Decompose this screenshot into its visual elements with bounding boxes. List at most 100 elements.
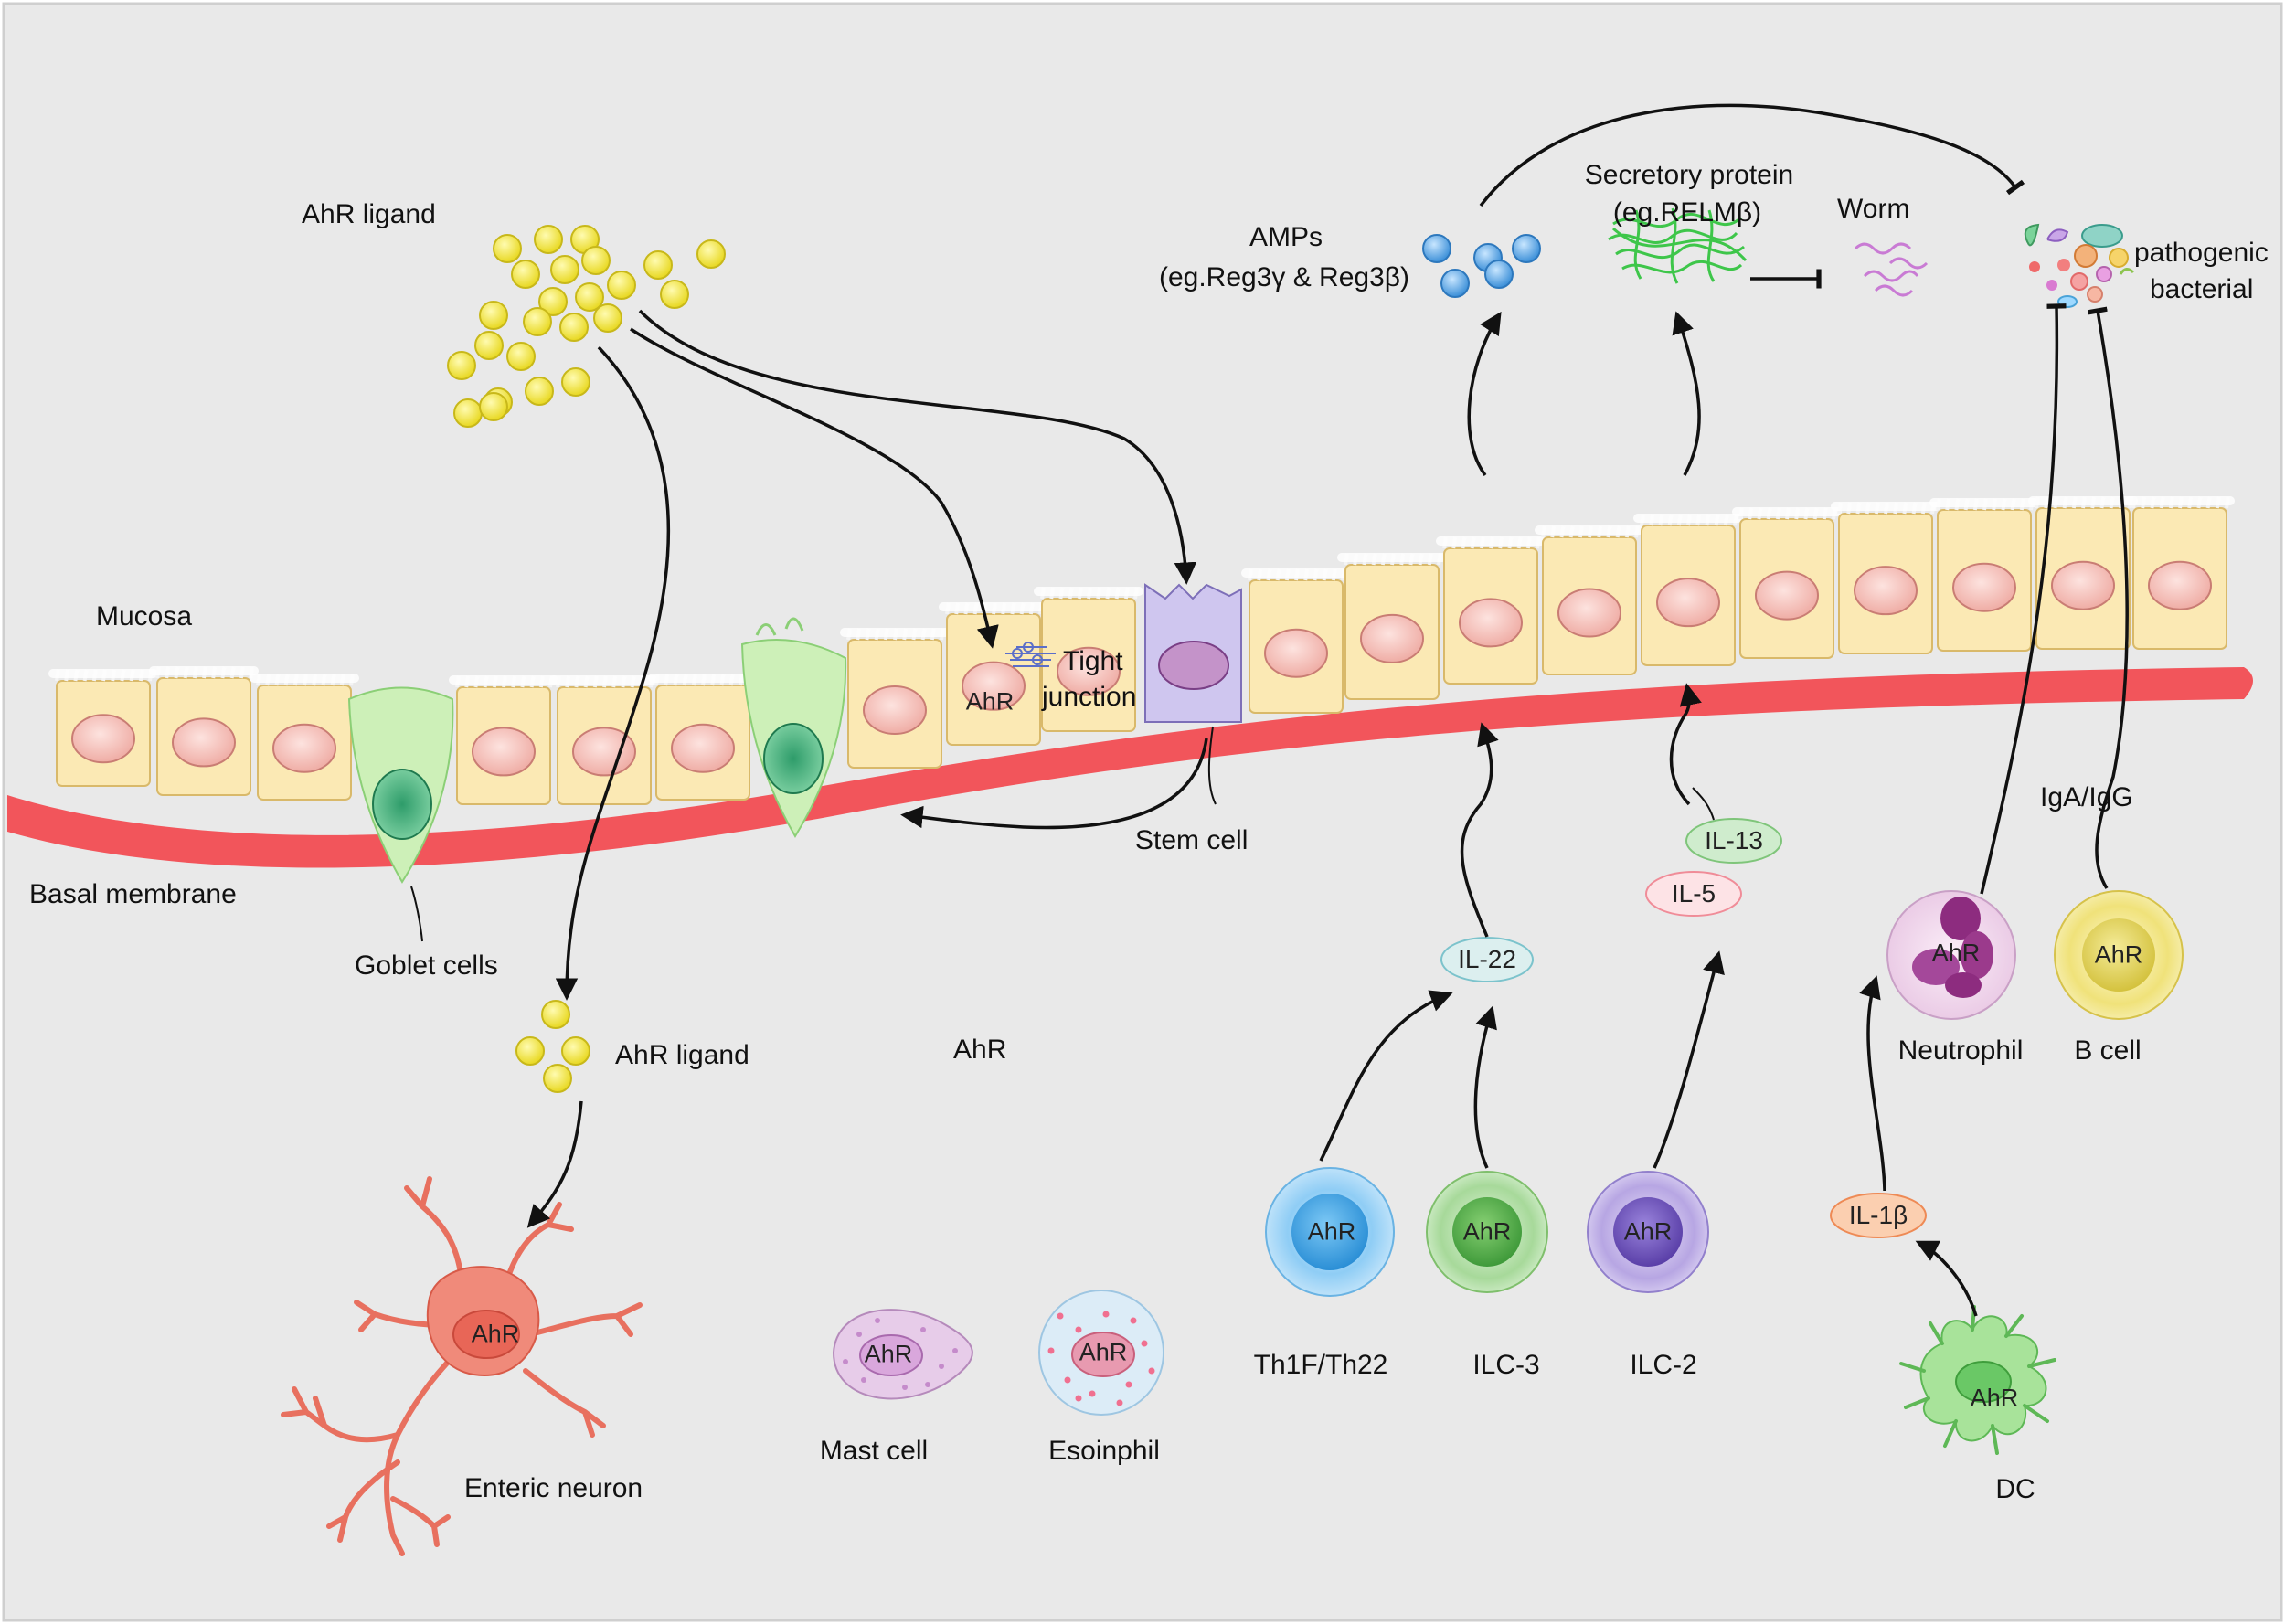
eosinophil-ahr-label: AhR [1079, 1338, 1128, 1366]
ahr-ligand-top-label: AhR ligand [302, 199, 436, 229]
cytokine-il22 [1440, 937, 1534, 982]
epithelial-cell [1633, 514, 1743, 666]
th-cell-label: Th1F/Th22 [1253, 1350, 1388, 1380]
tight-junction-label: Tight [1063, 646, 1123, 676]
epithelial-cell [449, 675, 558, 805]
epithelial-cell [2125, 496, 2235, 650]
th-ahr-label: AhR [1307, 1217, 1356, 1246]
epithelial-cell [1831, 502, 1940, 654]
amps-label: AMPs [1249, 222, 1323, 252]
goblet-cells-label: Goblet cells [355, 950, 498, 981]
tight-junction-label-2: junction [1042, 682, 1137, 712]
dc-label: DC [1995, 1474, 2035, 1504]
epithelial-cell [1732, 507, 1842, 659]
tight-junction-icon [1005, 642, 1056, 667]
ligand-particle [534, 225, 563, 254]
b-cell-ahr-label: AhR [2094, 940, 2143, 969]
ahr-ligand-cluster [515, 1000, 590, 1093]
ligand-particle [493, 234, 522, 263]
amp-particle [1440, 269, 1470, 298]
ligand-particle [581, 246, 611, 275]
b-cell [2054, 890, 2184, 1020]
il22-label: IL-22 [1458, 945, 1516, 973]
ilc2-ahr-label: AhR [1623, 1217, 1673, 1246]
epithelial-cell [1436, 536, 1546, 685]
epithelium [48, 496, 2235, 805]
ligand-particle [543, 1064, 572, 1093]
stem-cell-label: Stem cell [1135, 825, 1249, 855]
basal-membrane [7, 667, 2253, 868]
basal-membrane-label: Basal membrane [29, 879, 237, 909]
eosinophil [1038, 1290, 1164, 1416]
worm-icon [1854, 242, 1929, 297]
dendritic-cell [1899, 1305, 2056, 1455]
epithelial-cell [840, 628, 950, 769]
ligand-particle [607, 271, 636, 300]
ligand-particle [506, 342, 536, 371]
b-cell-label: B cell [2074, 1035, 2142, 1066]
ligand-particle [523, 307, 552, 336]
iga-igg-label: IgA/IgG [2040, 782, 2133, 812]
ligand-particle [511, 260, 540, 289]
cytokine-il13 [1685, 818, 1782, 864]
secretory-protein-example-label: (eg.RELMβ) [1612, 197, 1762, 228]
amp-particle [1422, 234, 1451, 263]
neutrophil-ahr-label: AhR [1931, 939, 1981, 967]
mast-cell [832, 1309, 973, 1400]
ligand-particle [561, 1036, 590, 1066]
ligand-particle [643, 250, 673, 280]
epithelial-cell [1337, 553, 1447, 700]
epithelial-cell [939, 602, 1048, 746]
ligand-particle [525, 377, 554, 406]
ligand-particle [550, 255, 579, 284]
mucosa-label: Mucosa [96, 601, 193, 632]
ligand-particle [474, 331, 504, 360]
arrows [410, 103, 2129, 1317]
dc-ahr-label: AhR [1970, 1384, 2019, 1412]
ilc3-cell [1426, 1171, 1548, 1293]
cytokine-il1b [1830, 1193, 1927, 1238]
ahr-ligand-cluster [447, 225, 726, 428]
ligand-particle [593, 303, 622, 333]
ligand-particle [696, 239, 726, 269]
il5-label: IL-5 [1671, 879, 1716, 908]
neutrophil-label: Neutrophil [1897, 1035, 2024, 1066]
amp-particles [1422, 234, 1541, 298]
enteric-neuron [426, 1266, 540, 1377]
ligand-particle [561, 367, 590, 397]
ligand-particle [538, 287, 568, 316]
cytokine-il5 [1645, 871, 1742, 917]
goblet-cell [740, 617, 847, 838]
secretory-protein-icon [1608, 207, 1748, 284]
ligand-particle [479, 301, 508, 330]
secretory-protein-label: Secretory protein [1584, 160, 1794, 190]
ligand-particle [447, 351, 476, 380]
epithelial-cell [48, 669, 158, 787]
ligand-particle [660, 280, 689, 309]
enteric-neuron-label: Enteric neuron [464, 1473, 643, 1503]
ligand-particle [515, 1036, 545, 1066]
worm-label: Worm [1837, 194, 1910, 224]
goblet-cell [347, 686, 454, 884]
ligand-particle [453, 398, 483, 428]
il13-label: IL-13 [1705, 826, 1763, 854]
amp-particle [1484, 260, 1514, 289]
epithelial-cell [1034, 587, 1143, 732]
amps-example-label: (eg.Reg3γ & Reg3β) [1158, 262, 1410, 292]
ilc3-ahr-label: AhR [1462, 1217, 1512, 1246]
ahr-ligand-bottom-label: AhR ligand [615, 1040, 749, 1070]
eosinophil-label: Esoinphil [1048, 1436, 1160, 1466]
ahr-center-label: AhR [953, 1035, 1007, 1065]
epithelial-ahr-label: AhR [965, 687, 1015, 716]
mast-ahr-label: AhR [864, 1340, 913, 1368]
epithelial-cell [1929, 498, 2039, 652]
epithelial-cell [648, 674, 758, 801]
amp-particle [1512, 234, 1541, 263]
pathogenic-bacteria-label: pathogenic [2134, 238, 2269, 268]
mast-cell-label: Mast cell [819, 1436, 929, 1466]
ligand-particle [559, 313, 589, 342]
epithelial-cell [1241, 568, 1351, 714]
stem-cell [1144, 583, 1242, 723]
ilc3-label: ILC-3 [1472, 1350, 1540, 1380]
